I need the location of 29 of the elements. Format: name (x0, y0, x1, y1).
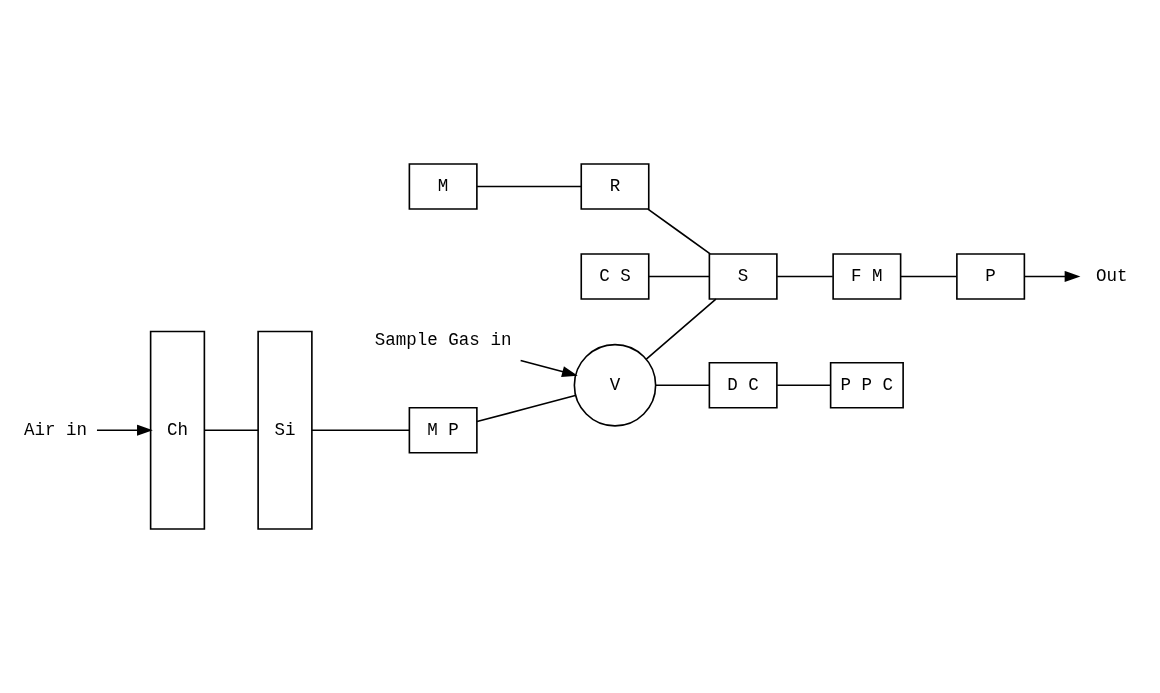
node-text: Out (1096, 266, 1128, 287)
connector (203, 429, 259, 432)
connector (311, 429, 410, 432)
connector (476, 185, 582, 188)
connector (645, 298, 717, 360)
node-box: F M (832, 253, 902, 300)
arrow (519, 359, 578, 377)
node-box: P P C (829, 361, 904, 409)
node-circle: V (573, 343, 657, 427)
node-text: Sample Gas in (374, 329, 512, 350)
node-box: D C (708, 361, 778, 409)
connector (648, 275, 711, 278)
connector (647, 208, 711, 255)
node-box: Ch (149, 330, 206, 530)
connector (900, 275, 958, 278)
node-box: M (408, 163, 478, 210)
connector (776, 275, 834, 278)
node-box: Si (257, 330, 313, 530)
connector (654, 384, 711, 387)
node-text: Air in (24, 419, 88, 440)
node-box: M P (408, 406, 478, 454)
connector (776, 384, 832, 387)
node-box: C S (580, 253, 650, 300)
connector (476, 394, 577, 423)
arrow (96, 424, 153, 436)
node-box: P (956, 253, 1026, 300)
node-box: S (708, 253, 778, 300)
node-box: R (580, 163, 650, 210)
arrow (1023, 271, 1081, 283)
